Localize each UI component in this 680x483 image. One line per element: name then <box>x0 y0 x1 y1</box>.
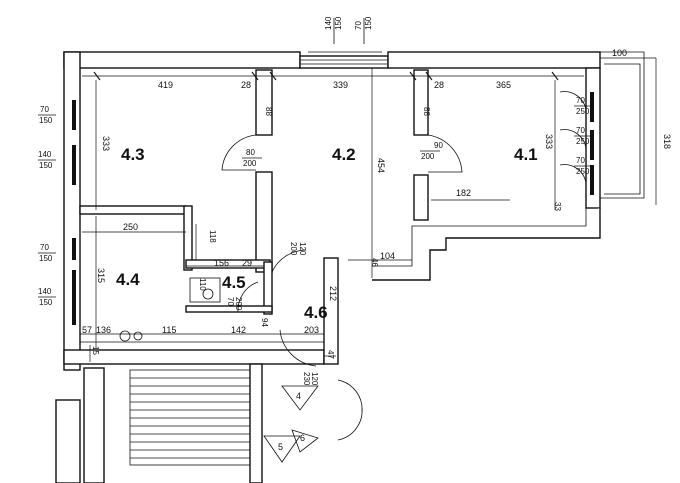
marker-triangle-6 <box>291 429 319 453</box>
dim-47: 47 <box>326 350 335 359</box>
marker-5: 5 <box>278 442 283 452</box>
balcony-outline <box>599 51 645 199</box>
room-label-4-6: 4.6 <box>304 303 328 322</box>
room-label-4-5: 4.5 <box>222 273 246 292</box>
marker-triangle-4 <box>281 385 319 411</box>
room-label-4-4: 4.4 <box>116 270 140 289</box>
stepped-wall <box>372 208 601 281</box>
door-5-width: 120 <box>310 372 319 386</box>
interior-walls <box>79 69 429 315</box>
left-window-1-height: 150 <box>39 116 53 125</box>
wall-43-42-upper <box>255 69 273 136</box>
dim-118: 118 <box>208 230 217 243</box>
left-window-3-height: 150 <box>39 254 53 263</box>
dim-100: 100 <box>612 48 627 58</box>
dim-212: 212 <box>328 286 338 301</box>
right-opening-2-width: 70 <box>576 126 585 135</box>
dim-333-b: 333 <box>544 134 554 149</box>
dim-88-b: 88 <box>422 107 431 116</box>
dim-339: 339 <box>333 80 348 90</box>
door-2-height: 200 <box>421 152 435 161</box>
dim-15: 15 <box>91 346 100 355</box>
top-window-2-height: 150 <box>364 16 373 30</box>
toilet <box>202 288 214 300</box>
dim-33: 33 <box>553 202 562 211</box>
dim-28-b: 28 <box>434 80 444 90</box>
dimension-texts: 419 28 88 339 28 88 365 100 318 333 333 … <box>82 48 672 359</box>
door-1-height: 200 <box>243 159 257 168</box>
dim-94: 94 <box>260 318 269 327</box>
right-opening-1-width: 70 <box>576 96 585 105</box>
door-3-height: 200 <box>289 242 298 256</box>
top-wall-right <box>387 51 601 69</box>
left-window-2-height: 150 <box>39 161 53 170</box>
room-label-4-2: 4.2 <box>332 145 356 164</box>
right-opening-2-height: 250 <box>576 137 590 146</box>
door-1-width: 80 <box>246 148 255 157</box>
bathroom-fixtures <box>119 277 221 342</box>
top-window-1-width: 140 <box>324 16 333 30</box>
marker-6: 6 <box>300 433 305 443</box>
exterior-walls <box>63 51 645 371</box>
dim-454: 454 <box>376 158 386 173</box>
left-window-4-width: 140 <box>38 287 52 296</box>
room-label-4-1: 4.1 <box>514 145 538 164</box>
dim-419: 419 <box>158 80 173 90</box>
dim-57: 57 <box>82 325 92 335</box>
dim-315: 315 <box>96 268 106 283</box>
door-5-height: 230 <box>302 372 311 386</box>
dim-318: 318 <box>662 134 672 149</box>
right-opening-3-width: 70 <box>576 156 585 165</box>
bathtub <box>189 277 221 303</box>
left-window-2-width: 140 <box>38 150 52 159</box>
top-window-2-width: 70 <box>354 21 363 30</box>
bottom-wall <box>63 349 325 365</box>
dim-365: 365 <box>496 80 511 90</box>
right-opening-1-height: 250 <box>576 107 590 116</box>
dim-46: 46 <box>370 258 379 267</box>
wall-42-41-lower <box>413 174 429 221</box>
marker-triangle-5 <box>263 435 301 463</box>
wall-45-right <box>263 261 273 315</box>
wall-42-41-upper <box>413 69 429 136</box>
top-wall-left <box>63 51 301 69</box>
dim-250: 250 <box>123 222 138 232</box>
wall-44-45 <box>183 205 193 271</box>
left-window-1-width: 70 <box>40 105 49 114</box>
dim-110: 110 <box>198 278 207 291</box>
left-window-3-width: 70 <box>40 243 49 252</box>
wall-43-42-lower <box>255 171 273 273</box>
doors <box>221 91 587 441</box>
door-2-width: 90 <box>434 141 443 150</box>
dim-115: 115 <box>162 325 176 335</box>
left-window-4-height: 150 <box>39 298 53 307</box>
dim-104: 104 <box>380 251 395 261</box>
dim-136: 136 <box>96 325 111 335</box>
dim-88-a: 88 <box>264 107 273 116</box>
opening-labels: 140 150 70 150 70 150 140 150 70 150 140… <box>38 16 592 386</box>
top-window-1-height: 150 <box>334 16 343 30</box>
wall-45-bottom <box>185 305 273 313</box>
dim-182: 182 <box>456 188 471 198</box>
dim-29: 29 <box>242 258 252 268</box>
dim-142: 142 <box>231 325 246 335</box>
dimension-lines <box>80 51 657 362</box>
stair-markers: 4 5 6 <box>263 385 319 463</box>
right-opening-3-height: 250 <box>576 167 590 176</box>
dim-333-a: 333 <box>101 136 111 151</box>
door-3-width: 120 <box>298 242 307 256</box>
dim-203: 203 <box>304 325 319 335</box>
room-label-4-3: 4.3 <box>121 145 145 164</box>
marker-4: 4 <box>296 391 301 401</box>
staircase <box>55 363 263 483</box>
top-window-band <box>299 55 389 69</box>
dim-156: 156 <box>214 258 229 268</box>
door-4-width: 70 <box>226 297 235 306</box>
dim-28-a: 28 <box>241 80 251 90</box>
door-4-height: 200 <box>234 297 243 311</box>
